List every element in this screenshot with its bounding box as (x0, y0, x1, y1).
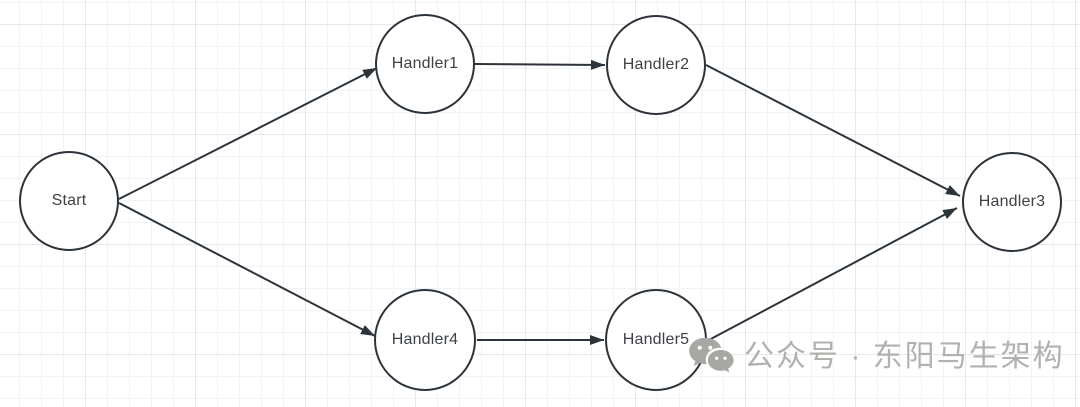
diagram-node-handler1[interactable]: Handler1 (375, 14, 475, 114)
node-label: Handler2 (622, 56, 690, 73)
edge-start-handler1[interactable] (118, 67, 378, 200)
node-label: Handler1 (391, 55, 459, 72)
node-label: Handler5 (622, 331, 690, 348)
edge-start-handler4[interactable] (118, 202, 376, 337)
diagram-node-handler5[interactable]: Handler5 (605, 289, 707, 391)
edge-handler1-handler2[interactable] (474, 59, 606, 70)
edge-handler2-handler3[interactable] (705, 64, 961, 197)
edge-handler5-handler3[interactable] (706, 207, 958, 342)
watermark-text: 公众号 · 东阳马生架构 (744, 339, 1065, 373)
diagram-node-handler3[interactable]: Handler3 (962, 152, 1062, 252)
node-label: Handler4 (391, 331, 459, 348)
node-label: Start (51, 192, 87, 209)
diagram-node-handler2[interactable]: Handler2 (606, 15, 706, 115)
node-label: Handler3 (978, 193, 1046, 210)
diagram-node-start[interactable]: Start (19, 151, 119, 251)
watermark: 公众号 · 东阳马生架构 (688, 336, 1065, 377)
diagram-node-handler4[interactable]: Handler4 (374, 289, 476, 391)
